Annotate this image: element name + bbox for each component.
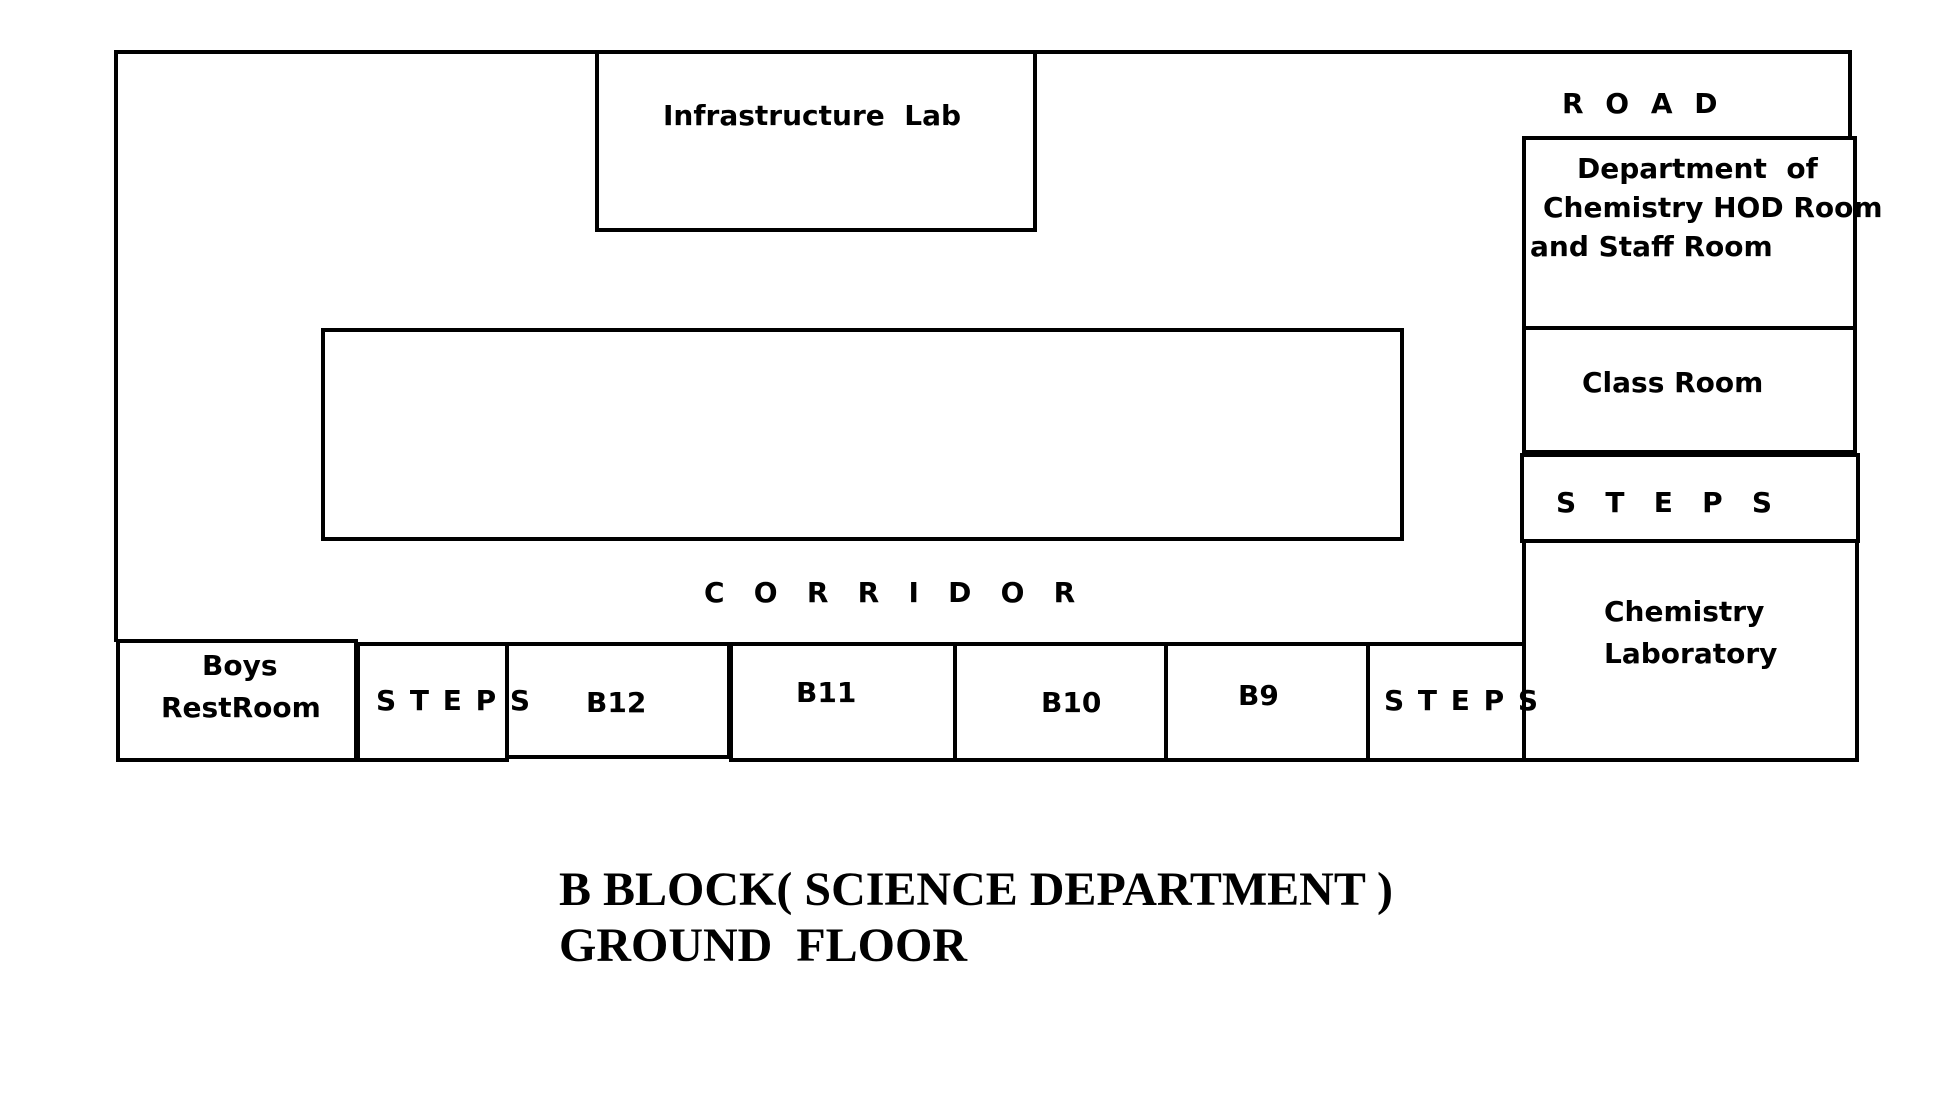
central-courtyard (321, 328, 1404, 541)
b12-label: B12 (586, 686, 646, 719)
plan-caption: B BLOCK( SCIENCE DEPARTMENT ) GROUND FLO… (559, 862, 1393, 974)
chem-hod-label-line1: Department of (1577, 152, 1819, 185)
infrastructure-lab-label: Infrastructure Lab (663, 99, 961, 132)
b9-label: B9 (1238, 679, 1279, 712)
road-label: R O A D (1562, 87, 1724, 120)
boys-restroom-label-line2: RestRoom (161, 691, 321, 724)
b10-label: B10 (1041, 686, 1101, 719)
steps-right-label: S T E P S (1556, 486, 1772, 519)
chem-hod-label-line2: Chemistry HOD Room (1543, 191, 1883, 224)
class-room (1522, 326, 1857, 454)
boys-restroom-label-line1: Boys (202, 649, 278, 682)
building-outline (114, 50, 1852, 642)
chemistry-lab-label-line1: Chemistry (1604, 595, 1764, 628)
corridor-label: C O R R I D O R (704, 576, 1075, 609)
chem-hod-label-line3: and Staff Room (1530, 230, 1773, 263)
chemistry-lab-label-line2: Laboratory (1604, 637, 1777, 670)
steps-middle-room (1366, 642, 1526, 762)
steps-left-label: S T E P S (376, 684, 532, 717)
b11-label: B11 (796, 676, 856, 709)
steps-middle-label: S T E P S (1384, 684, 1540, 717)
caption-line2: GROUND FLOOR (559, 919, 967, 972)
class-room-label: Class Room (1582, 366, 1763, 399)
infrastructure-lab-room (595, 50, 1037, 232)
caption-line1: B BLOCK( SCIENCE DEPARTMENT ) (559, 863, 1393, 916)
